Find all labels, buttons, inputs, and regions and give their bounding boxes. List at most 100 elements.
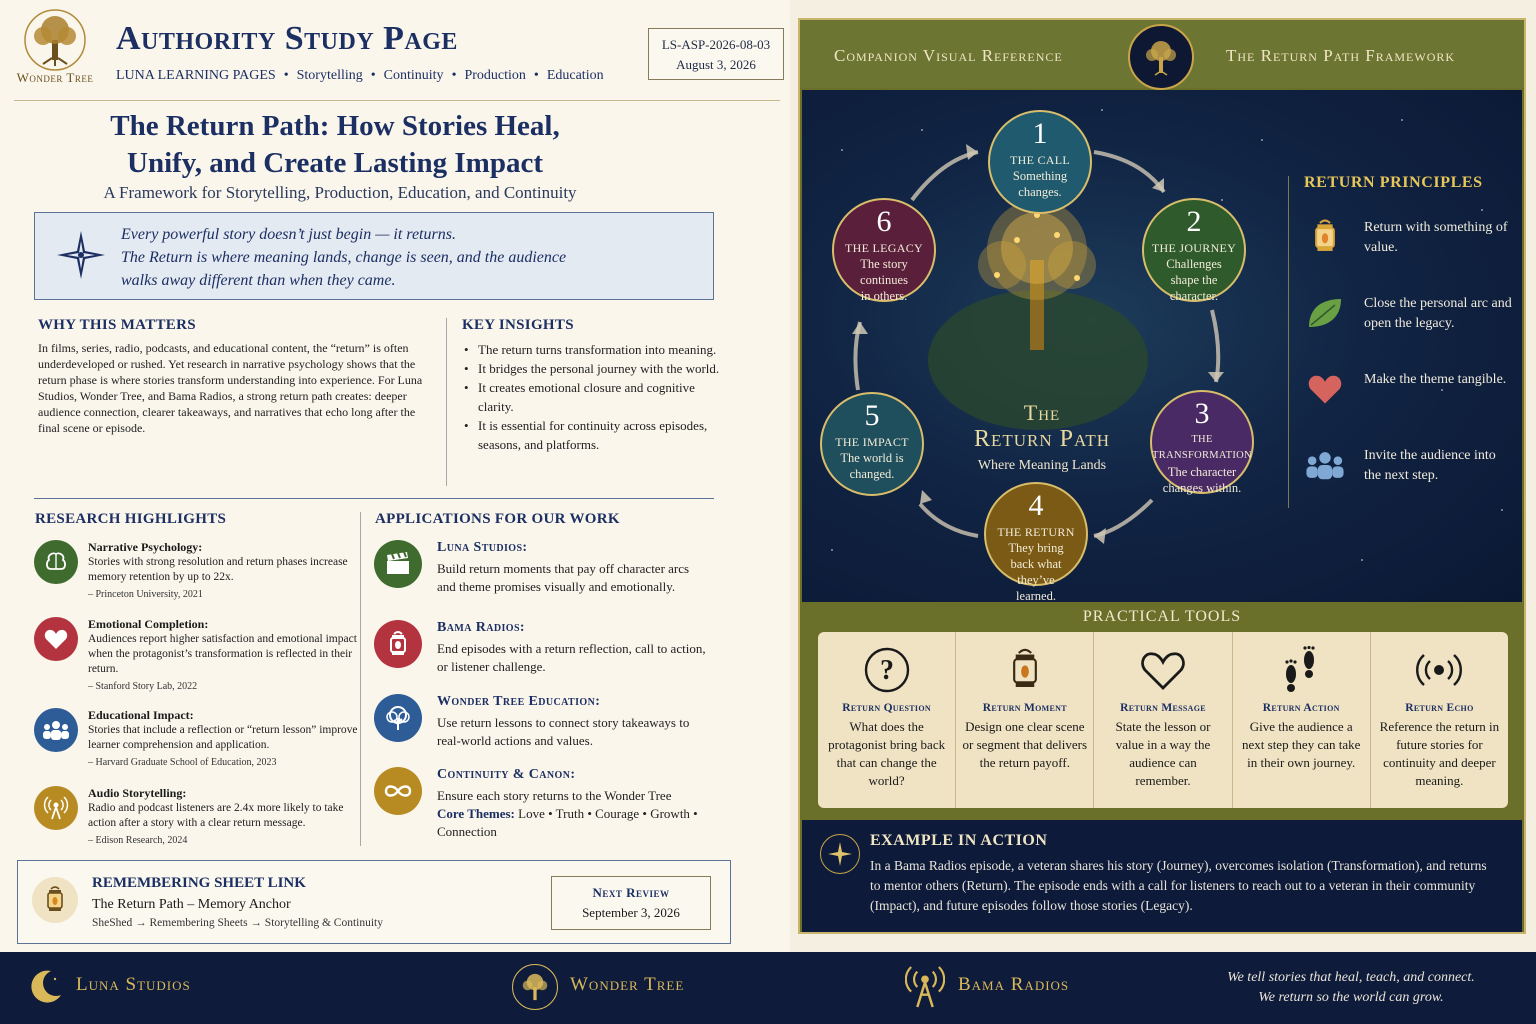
heart-icon <box>34 617 78 661</box>
framework-title: The Return Path Framework <box>1226 46 1456 65</box>
stage-1-call: 1 THE CALL Something changes. <box>988 110 1092 214</box>
stage-title: THE RETURN <box>997 525 1075 539</box>
tool-text: Reference the return in future stories f… <box>1379 719 1500 788</box>
next-review-box: Next Review September 3, 2026 <box>551 876 711 930</box>
next-review-date: September 3, 2026 <box>582 905 680 920</box>
example-text: In a Bama Radios episode, a veteran shar… <box>870 858 1487 913</box>
application-title: Luna Studios: <box>437 540 528 555</box>
compass-star-icon <box>55 229 107 286</box>
stage-text: The character changes within. <box>1162 465 1242 495</box>
tree-icon <box>512 964 558 1010</box>
document-id: LS-ASP-2026-08-03 <box>661 37 771 52</box>
page-title: Authority Study Page <box>116 20 458 57</box>
application-text: Build return moments that pay off charac… <box>437 561 690 594</box>
nav-production[interactable]: Production <box>464 68 526 83</box>
stage-title: THE CALL <box>1009 153 1071 167</box>
stage-text: Something changes. <box>1012 169 1068 199</box>
application-title: Wonder Tree Education: <box>437 694 601 709</box>
stage-title: THE TRANSFORMATION <box>1152 434 1252 461</box>
nav-continuity[interactable]: Continuity <box>383 68 444 83</box>
footer-brand-luna[interactable]: Luna Studios <box>76 974 191 995</box>
stage-6-legacy: 6 THE LEGACY The story continues in othe… <box>832 198 936 303</box>
stage-3-transformation: 3 THE TRANSFORMATION The character chang… <box>1150 390 1254 495</box>
stage-number: 3 <box>1194 397 1210 430</box>
tree-icon <box>1128 24 1194 90</box>
moon-icon <box>22 964 68 1010</box>
lantern-icon <box>374 620 422 668</box>
insights-heading: KEY INSIGHTS <box>462 317 574 333</box>
research-text: Radio and podcast listeners are 2.4x mor… <box>88 802 344 829</box>
research-text: Stories with strong resolution and retur… <box>88 556 348 583</box>
cycle-arrows <box>831 109 1503 561</box>
example-heading: EXAMPLE IN ACTION <box>870 832 1048 849</box>
remembering-sheet-box: REMEMBERING SHEET LINK The Return Path –… <box>17 860 731 944</box>
principle-text: Make the theme tangible. <box>1364 372 1507 387</box>
nav-sep: • <box>533 68 539 83</box>
document-date: August 3, 2026 <box>676 57 756 72</box>
wonder-tree-illustration <box>978 200 1096 350</box>
tagline-line1: We tell stories that heal, teach, and co… <box>1227 970 1475 985</box>
quote-line: The Return is where meaning lands, chang… <box>121 249 567 266</box>
principles-heading: RETURN PRINCIPLES <box>1304 174 1483 191</box>
insights-list: The return turns transformation into mea… <box>462 340 722 454</box>
svg-text:?: ? <box>880 655 894 686</box>
principle-text: Invite the audience into the next step. <box>1364 448 1496 483</box>
radio-tower-icon <box>902 964 948 1010</box>
footer-brand-bama[interactable]: Bama Radios <box>958 974 1070 995</box>
lantern-icon <box>32 877 78 923</box>
nav-education[interactable]: Education <box>546 68 604 83</box>
stage-number: 5 <box>864 399 880 432</box>
stage-number: 2 <box>1186 205 1202 238</box>
framework-header: Companion Visual Reference The Return Pa… <box>800 20 1524 90</box>
stage-text: Challenges shape the character. <box>1166 257 1222 303</box>
companion-title: Companion Visual Reference <box>834 46 1063 65</box>
footer-tagline: We tell stories that heal, teach, and co… <box>1204 968 1498 1008</box>
column-divider <box>360 512 361 846</box>
return-path-diagram: 1 THE CALL Something changes. 2 THE JOUR… <box>802 90 1522 603</box>
core-themes-label: Core Themes: <box>437 806 515 821</box>
heart-outline-icon <box>1094 644 1231 696</box>
stage-5-impact: 5 THE IMPACT The world is changed. <box>820 392 924 496</box>
next-review-label: Next Review <box>592 885 670 900</box>
tool-text: State the lesson or value in a way the a… <box>1115 719 1211 788</box>
quote-line: walks away different than when they came… <box>121 272 396 289</box>
list-item: The return turns transformation into mea… <box>462 340 722 359</box>
core-themes-text: Love • Truth • Courage • Growth • Connec… <box>437 806 698 839</box>
tree-icon <box>24 9 86 71</box>
list-item: It creates emotional closure and cogniti… <box>462 378 722 416</box>
nav-storytelling[interactable]: Storytelling <box>296 68 363 83</box>
remembering-heading: REMEMBERING SHEET LINK <box>92 875 306 891</box>
tool-text: What does the protagonist bring back tha… <box>828 719 946 788</box>
main-title-line1: The Return Path: How Stories Heal, <box>110 110 560 142</box>
principles-divider <box>1288 176 1289 508</box>
research-heading: RESEARCH HIGHLIGHTS <box>35 511 227 527</box>
stage-title: THE IMPACT <box>835 435 909 449</box>
continuity-text: Ensure each story returns to the Wonder … <box>437 788 672 803</box>
people-icon <box>1302 442 1348 488</box>
sheet-path: SheShed → Remembering Sheets → Storytell… <box>92 917 383 929</box>
section-divider <box>34 498 714 499</box>
memory-anchor-link[interactable]: The Return Path – Memory Anchor <box>92 897 291 912</box>
people-icon <box>34 708 78 752</box>
center-subtitle: Where Meaning Lands <box>977 458 1107 473</box>
center-title-line1: The <box>1023 400 1061 425</box>
heart-icon <box>1302 366 1348 412</box>
why-heading: WHY THIS MATTERS <box>38 317 196 333</box>
stage-number: 1 <box>1032 117 1048 150</box>
nav-brand[interactable]: LUNA LEARNING PAGES <box>116 68 276 83</box>
research-text: Audiences report higher satisfaction and… <box>88 633 357 675</box>
center-title-line2: Return Path <box>973 426 1111 452</box>
tool-text: Give the audience a next step they can t… <box>1242 719 1361 770</box>
practical-tools: ? Return Question What does the protagon… <box>818 632 1508 808</box>
stage-text: They bring back what they’ve learned. <box>1008 541 1064 603</box>
research-source: – Harvard Graduate School of Education, … <box>88 757 277 768</box>
footer-brand-wondertree[interactable]: Wonder Tree <box>570 974 685 995</box>
tree-icon <box>374 694 422 742</box>
research-title: Educational Impact: <box>88 708 194 722</box>
research-title: Narrative Psychology: <box>88 540 203 554</box>
application-text: End episodes with a return reflection, c… <box>437 641 706 674</box>
footer: Luna Studios Wonder Tree Bama Radios We … <box>0 952 1536 1024</box>
research-text: Stories that include a reflection or “re… <box>88 724 358 751</box>
infinity-icon <box>374 767 422 815</box>
stage-text: The world is changed. <box>840 451 904 481</box>
